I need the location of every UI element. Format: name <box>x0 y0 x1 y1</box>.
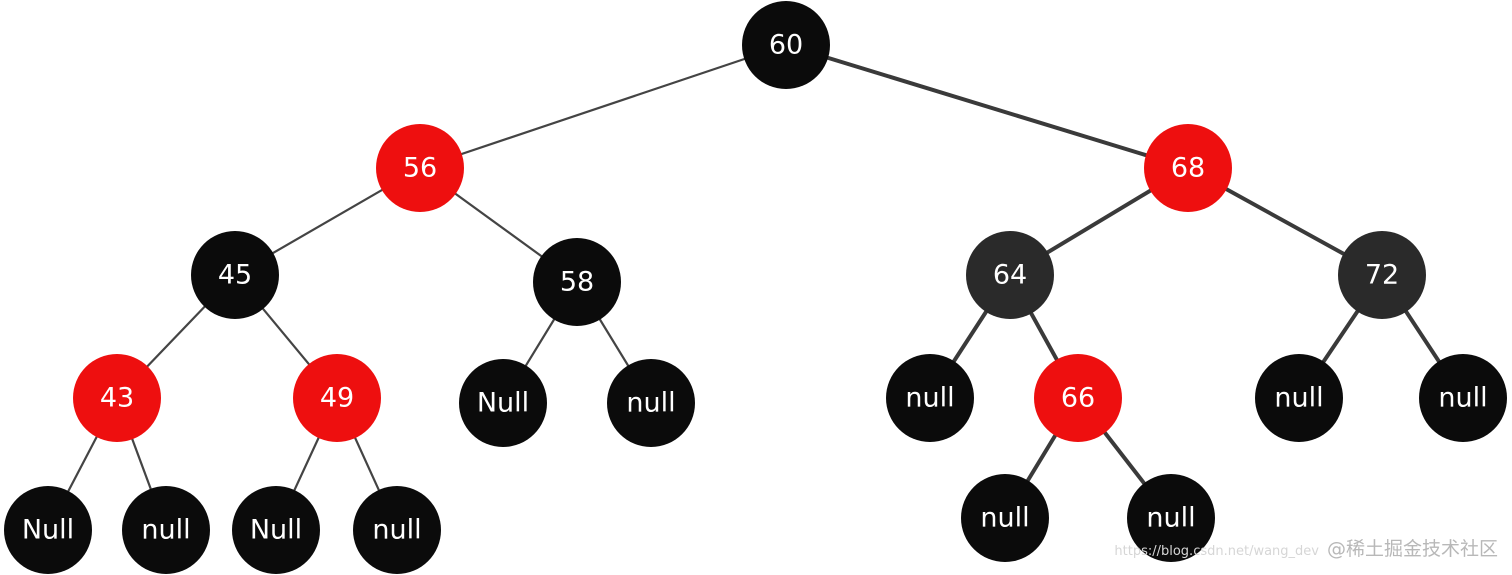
node-circle <box>1338 231 1426 319</box>
node-circle <box>293 354 381 442</box>
tree-node-58: 58 <box>533 238 621 326</box>
node-circle <box>122 486 210 574</box>
node-label: 56 <box>403 153 437 184</box>
node-label: 68 <box>1171 153 1205 184</box>
tree-node-64L: null <box>886 354 974 442</box>
tree-node-43: 43 <box>73 354 161 442</box>
node-circle <box>607 359 695 447</box>
tree-node-56: 56 <box>376 124 464 212</box>
tree-node-49R: null <box>353 486 441 574</box>
node-circle <box>1144 124 1232 212</box>
node-circle <box>191 231 279 319</box>
watermark-url: https://blog.csdn.net/wang_dev <box>1114 544 1319 559</box>
node-label: 49 <box>320 383 354 414</box>
node-label: null <box>980 503 1029 534</box>
node-circle <box>961 474 1049 562</box>
node-circle <box>73 354 161 442</box>
tree-node-43R: null <box>122 486 210 574</box>
tree-node-58L: Null <box>459 359 547 447</box>
node-circle <box>886 354 974 442</box>
tree-node-64: 64 <box>966 231 1054 319</box>
node-circle <box>1419 354 1507 442</box>
node-label: 66 <box>1061 383 1095 414</box>
node-label: null <box>905 383 954 414</box>
node-circle <box>1034 354 1122 442</box>
tree-node-66: 66 <box>1034 354 1122 442</box>
tree-node-58R: null <box>607 359 695 447</box>
node-circle <box>4 486 92 574</box>
node-label: null <box>1274 383 1323 414</box>
node-label: Null <box>477 388 529 419</box>
node-label: null <box>1146 503 1195 534</box>
node-label: 60 <box>769 30 803 61</box>
edge-n60-n56 <box>419 43 787 170</box>
node-circle <box>1255 354 1343 442</box>
node-label: 64 <box>993 260 1027 291</box>
tree-node-45: 45 <box>191 231 279 319</box>
tree-node-66R: null <box>1127 474 1215 562</box>
tree-node-72L: null <box>1255 354 1343 442</box>
tree-node-60: 60 <box>742 1 830 89</box>
node-label: 72 <box>1365 260 1399 291</box>
node-circle <box>966 231 1054 319</box>
node-circle <box>232 486 320 574</box>
tree-node-72: 72 <box>1338 231 1426 319</box>
node-label: 45 <box>218 260 252 291</box>
edge-n60-n68 <box>785 43 1189 170</box>
node-label: Null <box>250 515 302 546</box>
node-circle <box>533 238 621 326</box>
node-label: Null <box>22 515 74 546</box>
node-circle <box>1127 474 1215 562</box>
node-circle <box>376 124 464 212</box>
tree-node-49: 49 <box>293 354 381 442</box>
node-label: 58 <box>560 267 594 298</box>
node-label: null <box>141 515 190 546</box>
node-circle <box>742 1 830 89</box>
node-circle <box>353 486 441 574</box>
node-label: 43 <box>100 383 134 414</box>
tree-node-66L: null <box>961 474 1049 562</box>
tree-node-68: 68 <box>1144 124 1232 212</box>
node-label: null <box>626 388 675 419</box>
watermark-text: @稀土掘金技术社区 <box>1326 538 1498 560</box>
node-label: null <box>1438 383 1487 414</box>
tree-node-72R: null <box>1419 354 1507 442</box>
watermark: https://blog.csdn.net/wang_dev @稀土掘金技术社区 <box>1114 534 1498 561</box>
node-circle <box>459 359 547 447</box>
tree-node-43L: Null <box>4 486 92 574</box>
node-label: null <box>372 515 421 546</box>
tree-node-49L: Null <box>232 486 320 574</box>
